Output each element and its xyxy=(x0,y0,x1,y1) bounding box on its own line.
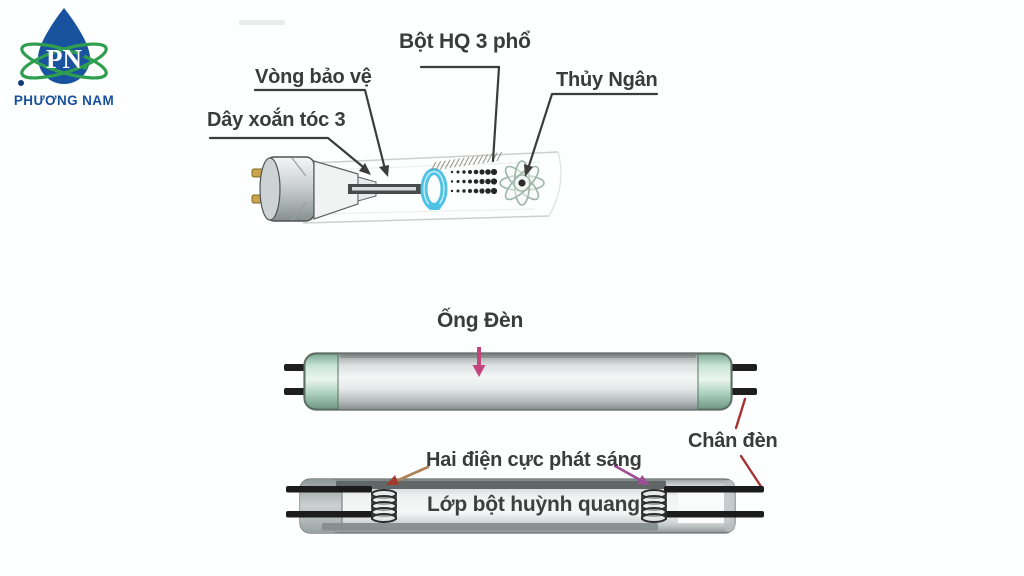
upper-leader-lines xyxy=(208,65,659,175)
cutaway-bottom-wall xyxy=(322,523,658,531)
cutaway-top-wall xyxy=(336,480,666,489)
tube-cutaway-illustration xyxy=(286,464,764,534)
tube-right-end-cap xyxy=(697,353,732,410)
logo-initials: PN xyxy=(46,44,82,74)
tube-pins xyxy=(284,364,757,395)
orbit-dot-navy xyxy=(18,80,24,86)
upper-arrowheads xyxy=(359,163,533,177)
water-drop-icon xyxy=(38,8,90,84)
leader-filament xyxy=(208,136,370,173)
leader-powder xyxy=(419,65,501,163)
orbit-dot-green xyxy=(82,64,88,70)
guard-ring xyxy=(420,168,448,210)
particle-dots xyxy=(450,168,498,195)
filament-rod xyxy=(348,184,424,194)
phosphor-hatch xyxy=(430,151,503,172)
label-phosphor-layer: Lớp bột huỳnh quang xyxy=(427,493,640,516)
atom-orbit-icon xyxy=(20,42,108,80)
fluorescent-tube-illustration xyxy=(284,347,764,490)
logo-mark-icon: PN xyxy=(18,8,108,86)
tube-glass-body xyxy=(303,352,733,411)
label-filament: Dây xoắn tóc 3 xyxy=(207,109,346,131)
cutaway-pins xyxy=(286,486,764,518)
electrode-arrow-right xyxy=(613,464,650,485)
electrode-coil-left xyxy=(371,489,397,523)
lamp-end-cap xyxy=(259,156,315,222)
label-electrodes: Hai điện cực phát sáng xyxy=(426,449,642,471)
glass-stem xyxy=(313,160,377,220)
pin-pointer-lines xyxy=(734,397,764,490)
label-lamp-pins: Chân đèn xyxy=(688,430,778,452)
phuong-nam-logo: PN PHƯƠNG NAM xyxy=(8,4,120,108)
electrode-arrow-left xyxy=(386,465,430,485)
label-mercury: Thủy Ngân xyxy=(556,69,658,91)
label-tube: Ống Đèn xyxy=(437,309,524,332)
orbit-dot-blue xyxy=(78,50,86,58)
stray-mark xyxy=(239,20,285,25)
electrode-coil-right xyxy=(641,489,667,523)
label-powder: Bột HQ 3 phổ xyxy=(399,30,531,53)
label-guard-ring: Vòng bảo vệ xyxy=(255,66,372,88)
tube-left-end-cap xyxy=(304,353,339,410)
mercury-atom-icon xyxy=(499,160,545,206)
tube-pointer-arrow xyxy=(472,347,486,377)
leader-guard-ring xyxy=(253,88,388,175)
lamp-end-cutaway-illustration xyxy=(208,65,659,224)
leader-mercury xyxy=(525,92,659,174)
logo-company-name: PHƯƠNG NAM xyxy=(13,93,115,108)
